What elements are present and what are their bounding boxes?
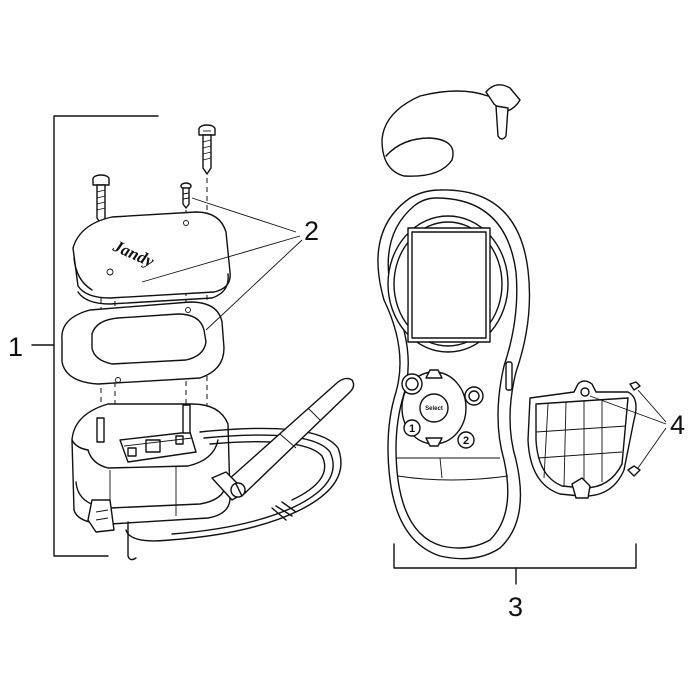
select-button-label: Select xyxy=(425,406,443,412)
callout-3: 3 xyxy=(508,592,523,622)
base-station-assembly: Jandy xyxy=(31,115,355,561)
cover-lid: Jandy xyxy=(72,211,231,305)
remote-button-1-label: 1 xyxy=(409,423,415,435)
tether-cord xyxy=(381,84,521,177)
cover-screw-top xyxy=(629,381,641,391)
callout-2-leaders xyxy=(141,197,303,331)
long-screw-right xyxy=(198,124,216,175)
base-housing xyxy=(71,403,231,561)
cover-screw-bottom xyxy=(627,465,641,477)
remote-assembly: Select 1 2 xyxy=(377,84,637,585)
small-screw xyxy=(180,182,192,209)
callout-2: 2 xyxy=(304,216,319,246)
remote-controller: Select 1 2 xyxy=(377,189,531,560)
antenna xyxy=(211,377,355,501)
bracket-1 xyxy=(31,115,159,557)
callout-4: 4 xyxy=(670,410,685,440)
remote-button-2-label: 2 xyxy=(463,435,469,447)
long-screw-left xyxy=(92,174,110,225)
bracket-3 xyxy=(393,543,637,585)
gasket-ring xyxy=(61,301,225,385)
battery-cover-assembly xyxy=(527,380,667,499)
callout-1: 1 xyxy=(8,332,23,362)
